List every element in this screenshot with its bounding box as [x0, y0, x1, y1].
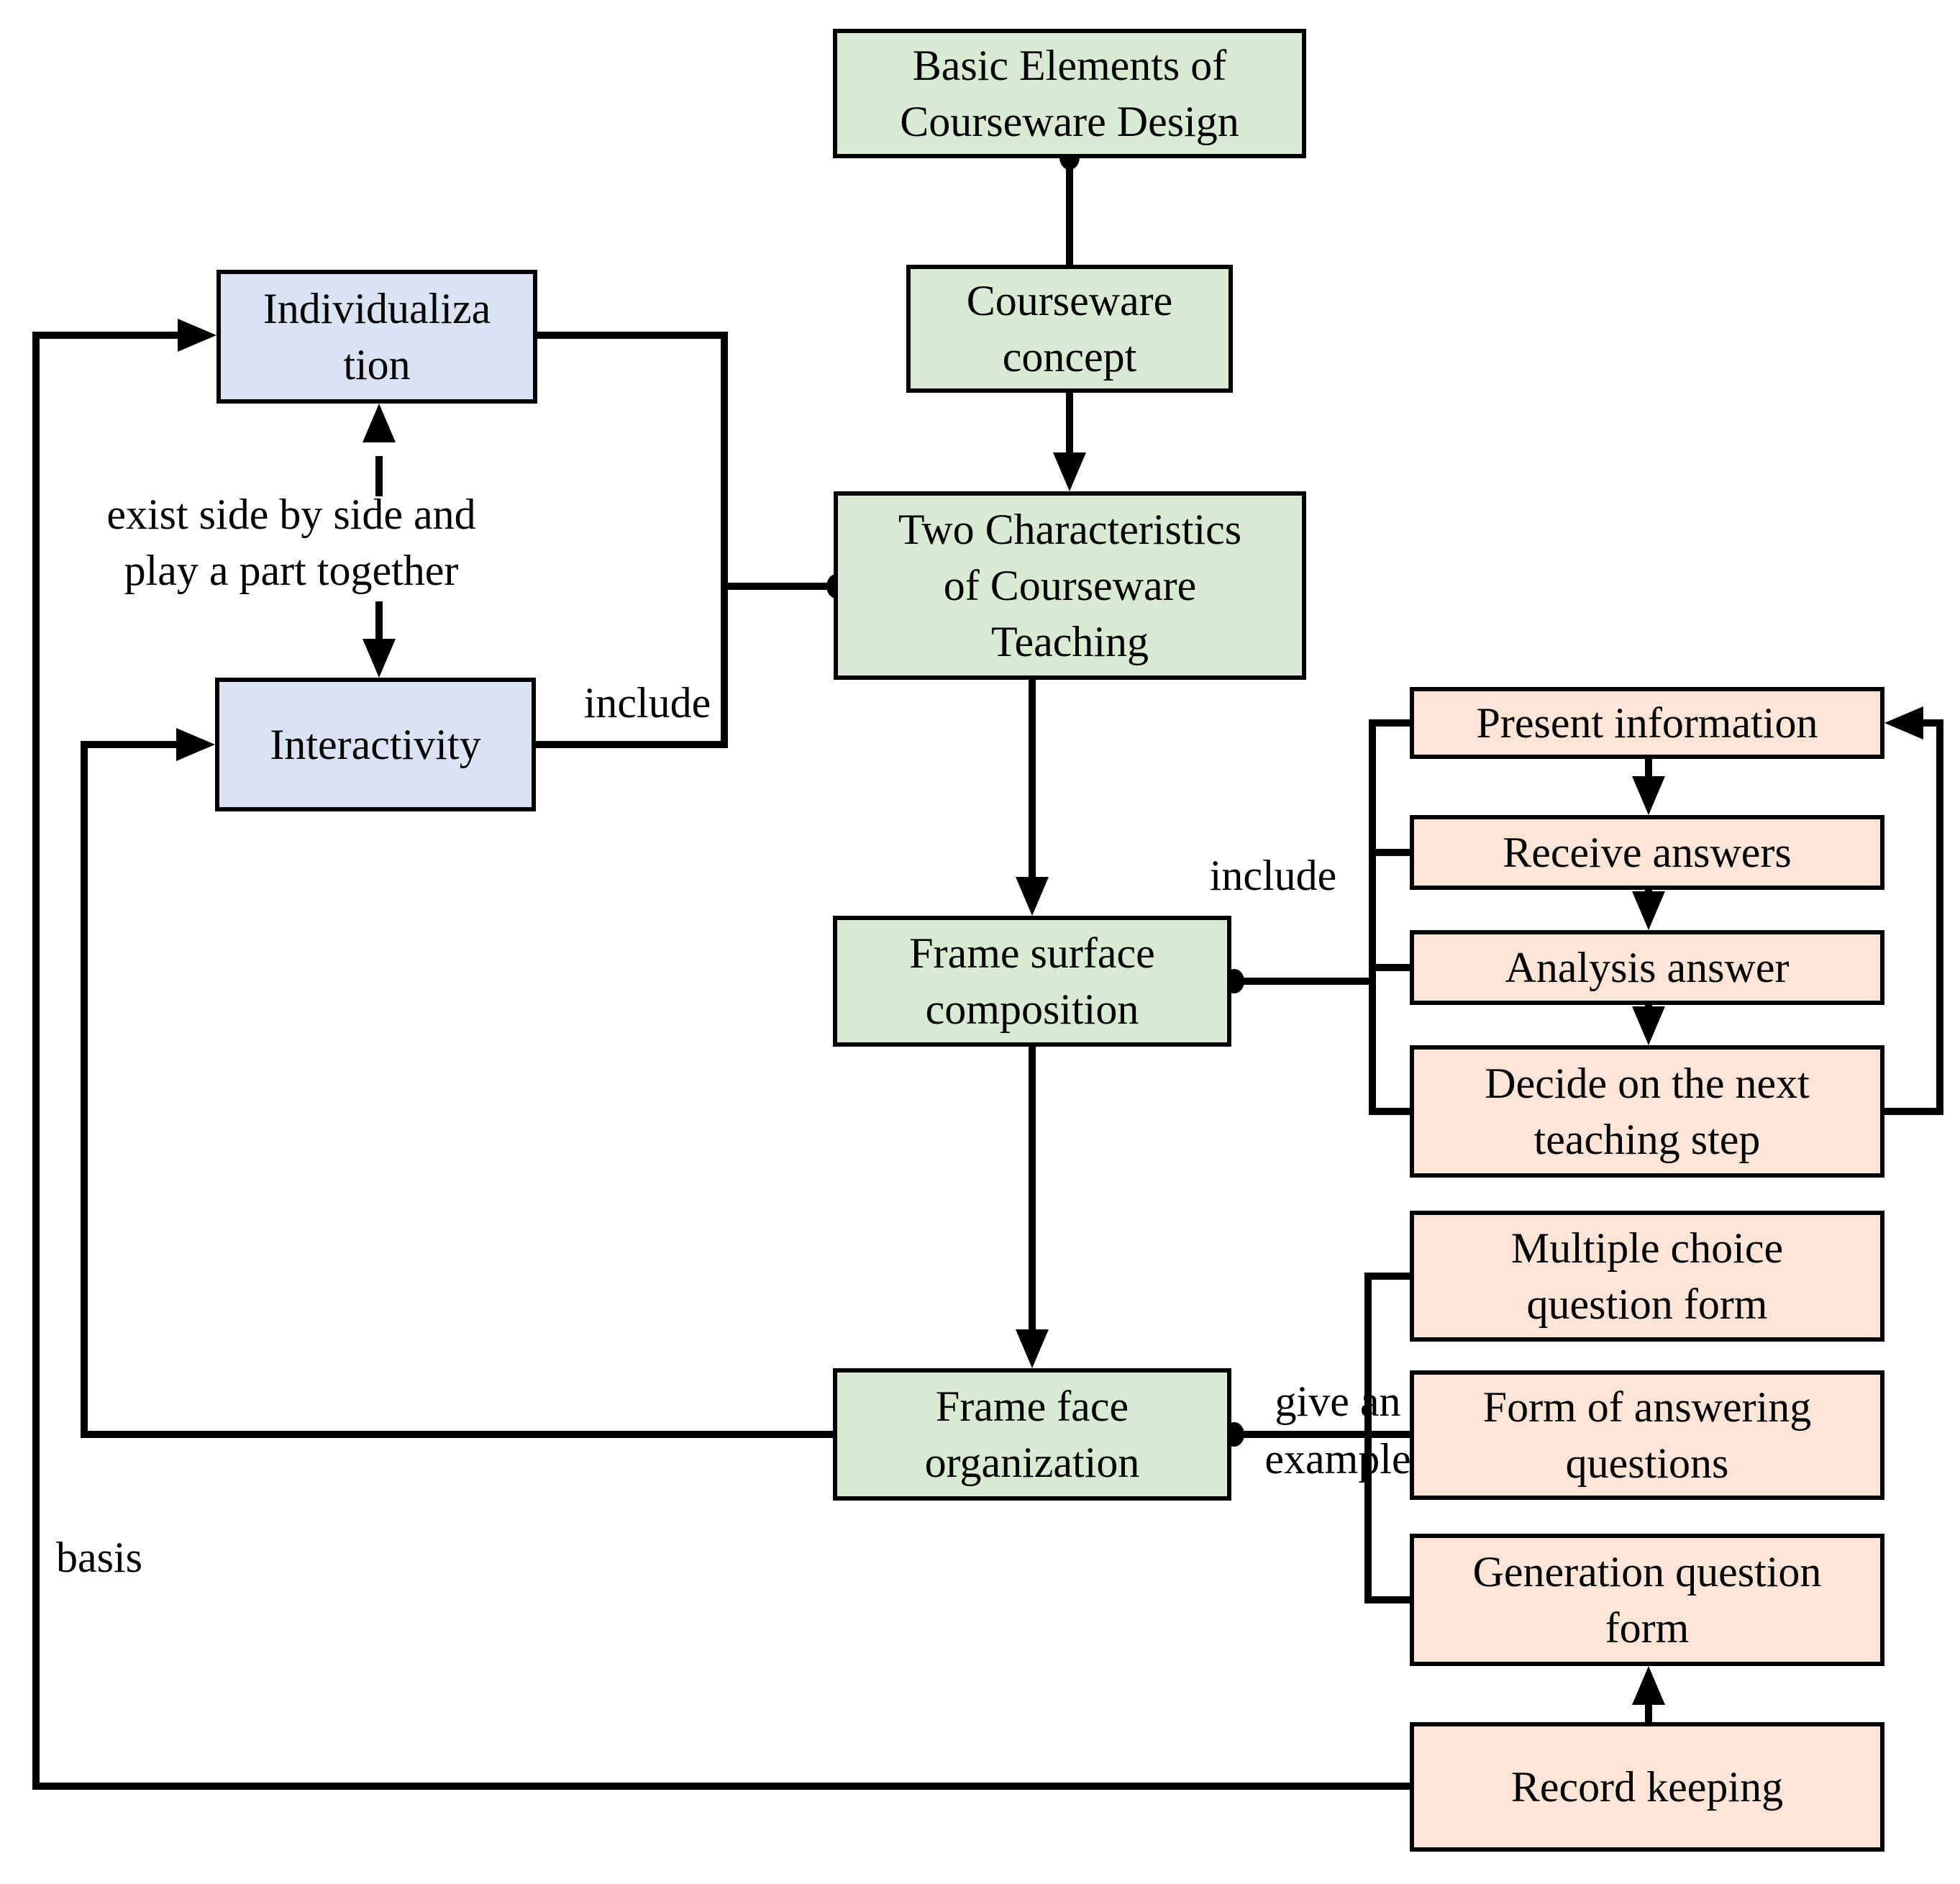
node-form-answering: Form of answering questions	[1410, 1370, 1884, 1500]
node-analysis-answer: Analysis answer	[1410, 930, 1884, 1005]
edge-stub-multiple-choice	[1364, 1273, 1410, 1280]
node-record-keeping: Record keeping	[1410, 1722, 1884, 1852]
node-individualization: Individualiza tion	[216, 270, 537, 404]
node-generation-question: Generation question form	[1410, 1534, 1884, 1666]
edge-exist-to-individualization	[375, 456, 383, 496]
label-basis: basis	[56, 1534, 142, 1581]
arrowhead-into-frame-surface	[1016, 877, 1049, 916]
edge-basic-to-concept	[1066, 158, 1073, 265]
edge-frameface-left	[81, 1431, 833, 1438]
label-include-left: include	[583, 679, 711, 727]
arrowhead-into-individualization-left	[178, 319, 216, 352]
edge-twochar-to-framesurface	[1029, 680, 1036, 878]
edge-framesurface-to-frameface	[1029, 1047, 1036, 1331]
edge-frameface-to-forms	[1234, 1431, 1410, 1438]
edge-framesurface-to-bracket	[1234, 978, 1376, 985]
edge-stub-present-information	[1369, 719, 1410, 727]
arrowhead-into-individualization-bottom	[363, 404, 396, 442]
node-courseware-concept: Courseware concept	[906, 265, 1233, 393]
arrowhead-into-decide-next	[1632, 1006, 1665, 1045]
node-interactivity: Interactivity	[215, 678, 536, 811]
edge-basis-bottom	[32, 1783, 1410, 1790]
edge-stub-analysis-answer	[1369, 964, 1410, 971]
edge-basis-into-individualization	[32, 332, 181, 339]
edge-loop-into-interactivity	[81, 741, 176, 748]
label-include-right: include	[1209, 852, 1337, 899]
edge-decide-right	[1884, 1108, 1943, 1115]
edge-feedback-top	[1920, 719, 1943, 727]
node-frame-surface: Frame surface composition	[833, 916, 1231, 1047]
arrowhead-into-two-characteristics	[1053, 452, 1086, 491]
edge-frameface-loop-vertical	[81, 741, 88, 1438]
node-basic-elements: Basic Elements of Courseware Design	[833, 29, 1306, 158]
edge-include-bracket-vertical	[1369, 719, 1376, 1115]
node-decide-next: Decide on the next teaching step	[1410, 1045, 1884, 1178]
label-exist-side-by-side: exist side by side and play a part toget…	[106, 491, 476, 594]
edge-stub-decide-next	[1369, 1108, 1410, 1115]
edge-feedback-vertical	[1936, 719, 1943, 1115]
arrowhead-into-analysis-answer	[1632, 891, 1665, 930]
edge-interactivity-right	[536, 741, 728, 748]
edge-bracket-to-twochar	[724, 583, 837, 590]
edge-basis-left-vertical	[32, 332, 40, 1790]
arrowhead-into-interactivity-left	[176, 728, 215, 761]
arrowhead-into-present-information	[1884, 706, 1923, 740]
node-two-characteristics: Two Characteristics of Courseware Teachi…	[834, 491, 1306, 680]
edge-stub-receive-answers	[1369, 849, 1410, 856]
arrowhead-into-interactivity-top	[363, 639, 396, 678]
node-receive-answers: Receive answers	[1410, 815, 1884, 890]
label-give-an-example: give an example	[1264, 1378, 1411, 1483]
edge-example-bracket-vertical	[1364, 1273, 1372, 1603]
node-multiple-choice: Multiple choice question form	[1410, 1211, 1884, 1342]
edge-record-to-generation	[1645, 1701, 1652, 1722]
edge-include-left-vertical	[721, 332, 728, 748]
edge-present-to-receive	[1645, 759, 1652, 779]
edge-exist-to-interactivity	[375, 601, 383, 640]
node-frame-face: Frame face organization	[833, 1368, 1231, 1501]
node-present-information: Present information	[1410, 687, 1884, 759]
edge-individualization-right	[536, 332, 728, 339]
arrowhead-into-frame-face	[1016, 1329, 1049, 1368]
edge-stub-generation-question	[1364, 1596, 1410, 1603]
arrowhead-into-generation-question	[1632, 1666, 1665, 1705]
arrowhead-into-receive-answers	[1632, 776, 1665, 815]
edge-concept-to-twochar	[1066, 393, 1073, 455]
